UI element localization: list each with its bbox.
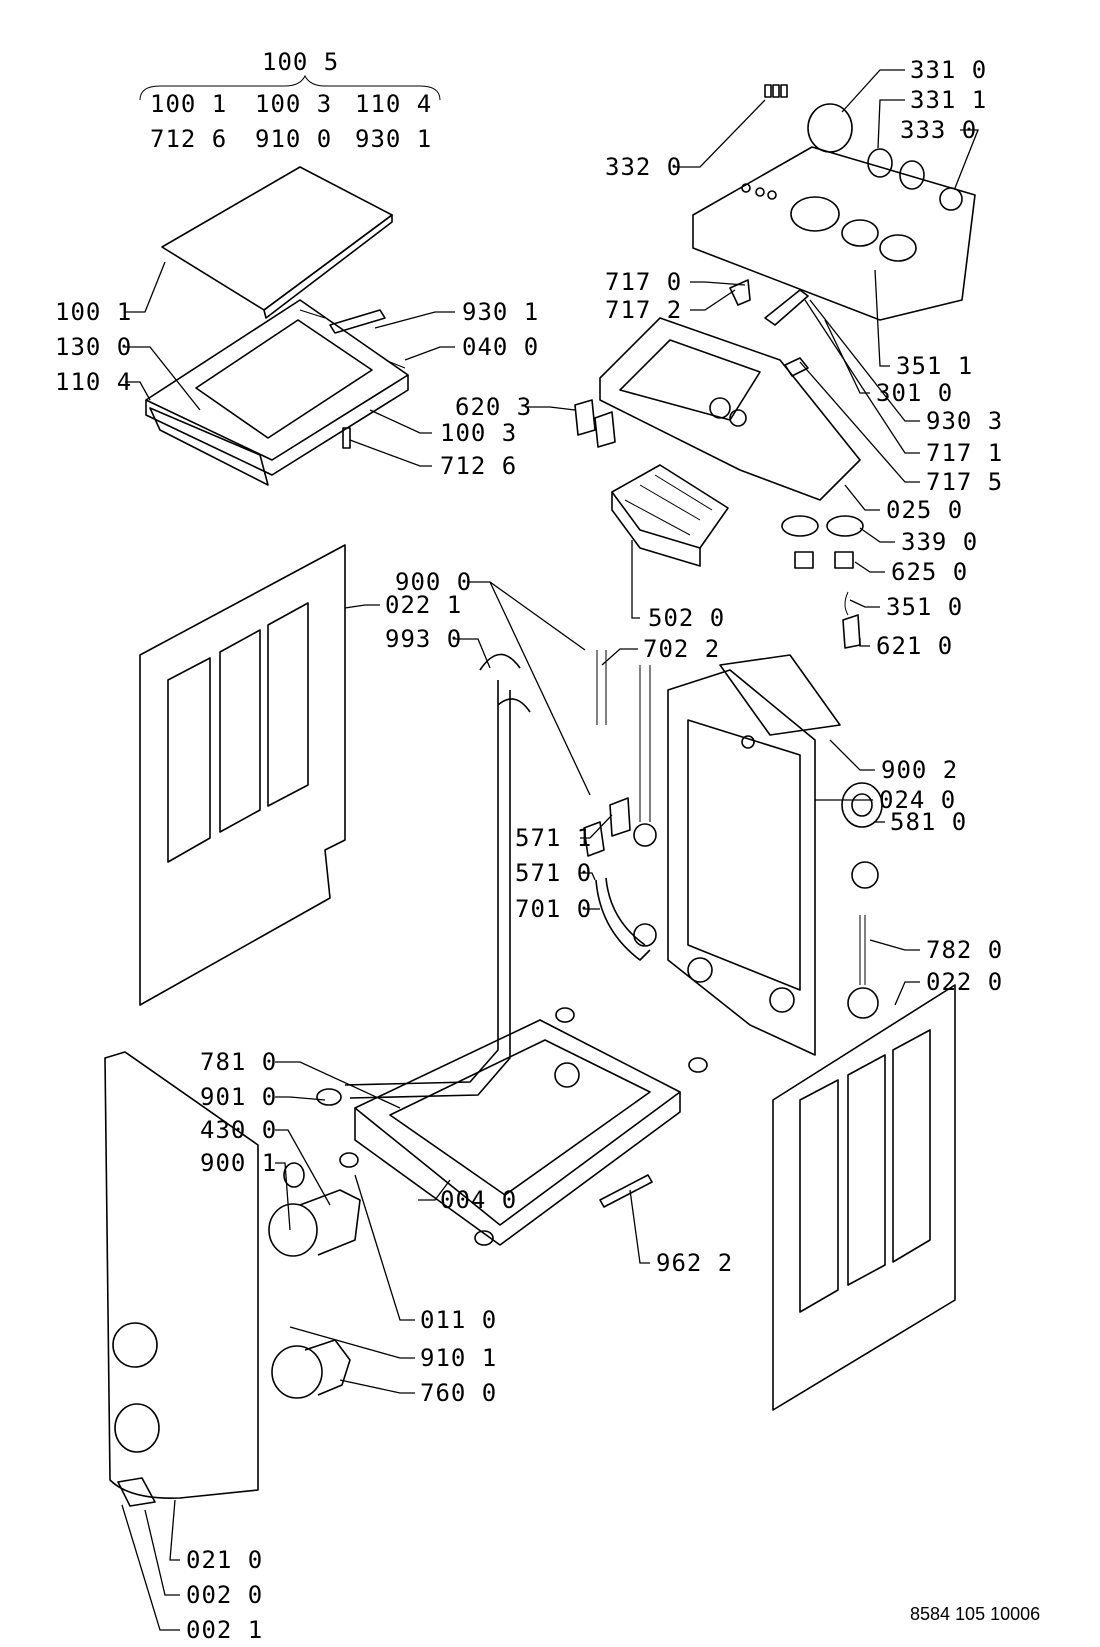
group-brace [139,74,441,101]
callout-label: 040 0 [462,333,539,361]
group-header-row2-item: 930 1 [355,125,432,153]
callout-label: 130 0 [55,333,132,361]
part-side-panel-right [772,984,956,1411]
part-top-lid [161,166,393,319]
group-header-row1-item: 110 4 [355,90,432,118]
part-control-panel [692,146,976,321]
callout-label: 712 6 [440,452,517,480]
callout-label: 717 0 [605,268,682,296]
callout-label: 100 1 [55,298,132,326]
callout-label: 702 2 [643,635,720,663]
part-knobs [764,84,963,211]
callout-label: 351 0 [886,593,963,621]
callout-label: 002 0 [186,1581,263,1609]
callout-label: 100 3 [440,419,517,447]
callout-label: 011 0 [420,1306,497,1334]
callout-label: 621 0 [876,632,953,660]
part-pump [268,1088,361,1399]
callout-label: 782 0 [926,936,1003,964]
part-motor-pulley [841,782,883,1019]
part-detergent-tray [599,317,861,501]
callout-label: 024 0 [879,786,956,814]
part-back-panel [667,654,841,1056]
callout-label: 760 0 [420,1379,497,1407]
callout-label: 701 0 [515,895,592,923]
callout-label: 962 2 [656,1249,733,1277]
part-fasteners-top [299,309,406,449]
callout-label: 002 1 [186,1616,263,1644]
callout-label: 900 1 [200,1149,277,1177]
part-side-panel-left [139,544,346,1006]
callout-label: 025 0 [886,496,963,524]
part-valve [583,665,657,947]
group-header-row2-item: 712 6 [150,125,227,153]
callout-label: 502 0 [648,604,725,632]
callout-label: 004 0 [440,1186,517,1214]
callout-label: 581 0 [890,808,967,836]
callout-label: 021 0 [186,1546,263,1574]
part-base-frame [354,1019,681,1246]
callout-label: 717 2 [605,296,682,324]
callout-label: 900 2 [881,756,958,784]
part-feet [339,1007,708,1246]
callout-label: 930 3 [926,407,1003,435]
callout-label: 901 0 [200,1083,277,1111]
group-header-row1-item: 100 1 [150,90,227,118]
callout-label: 571 1 [515,824,592,852]
group-header-row1-item: 100 3 [255,90,332,118]
group-header-row2-item: 910 0 [255,125,332,153]
document-number: 8584 105 10006 [910,1604,1040,1624]
callout-label: 571 0 [515,859,592,887]
callout-label: 625 0 [891,558,968,586]
leader-lines [121,69,979,1631]
callout-label: 301 0 [876,379,953,407]
callout-label: 930 1 [462,298,539,326]
part-top-frame [145,299,409,486]
callout-label: 993 0 [385,625,462,653]
callout-label: 110 4 [55,368,132,396]
callout-label: 022 1 [385,591,462,619]
callout-label: 910 1 [420,1344,497,1372]
callout-label: 333 0 [900,116,977,144]
group-header-main: 100 5 [262,48,339,76]
part-electronic-module [611,464,729,567]
callout-label: 430 0 [200,1116,277,1144]
part-hoses [344,650,651,1099]
group-header: 100 5 100 1 100 3 110 4 712 6 910 0 930 … [139,48,441,153]
callout-label: 900 0 [395,568,472,596]
callout-label: 781 0 [200,1048,277,1076]
callout-label: 351 1 [896,352,973,380]
callout-label: 717 5 [926,468,1003,496]
part-small-components [574,279,864,649]
part-front-panel [104,1051,259,1507]
callout-label: 717 1 [926,439,1003,467]
callout-label: 331 0 [910,56,987,84]
callout-label: 331 1 [910,86,987,114]
callout-label: 332 0 [605,153,682,181]
callout-label: 339 0 [901,528,978,556]
callout-labels: 100 1 130 0 110 4 930 1 040 0 100 3 712 … [55,56,1003,1644]
callout-label: 022 0 [926,968,1003,996]
callout-label: 620 3 [455,393,532,421]
